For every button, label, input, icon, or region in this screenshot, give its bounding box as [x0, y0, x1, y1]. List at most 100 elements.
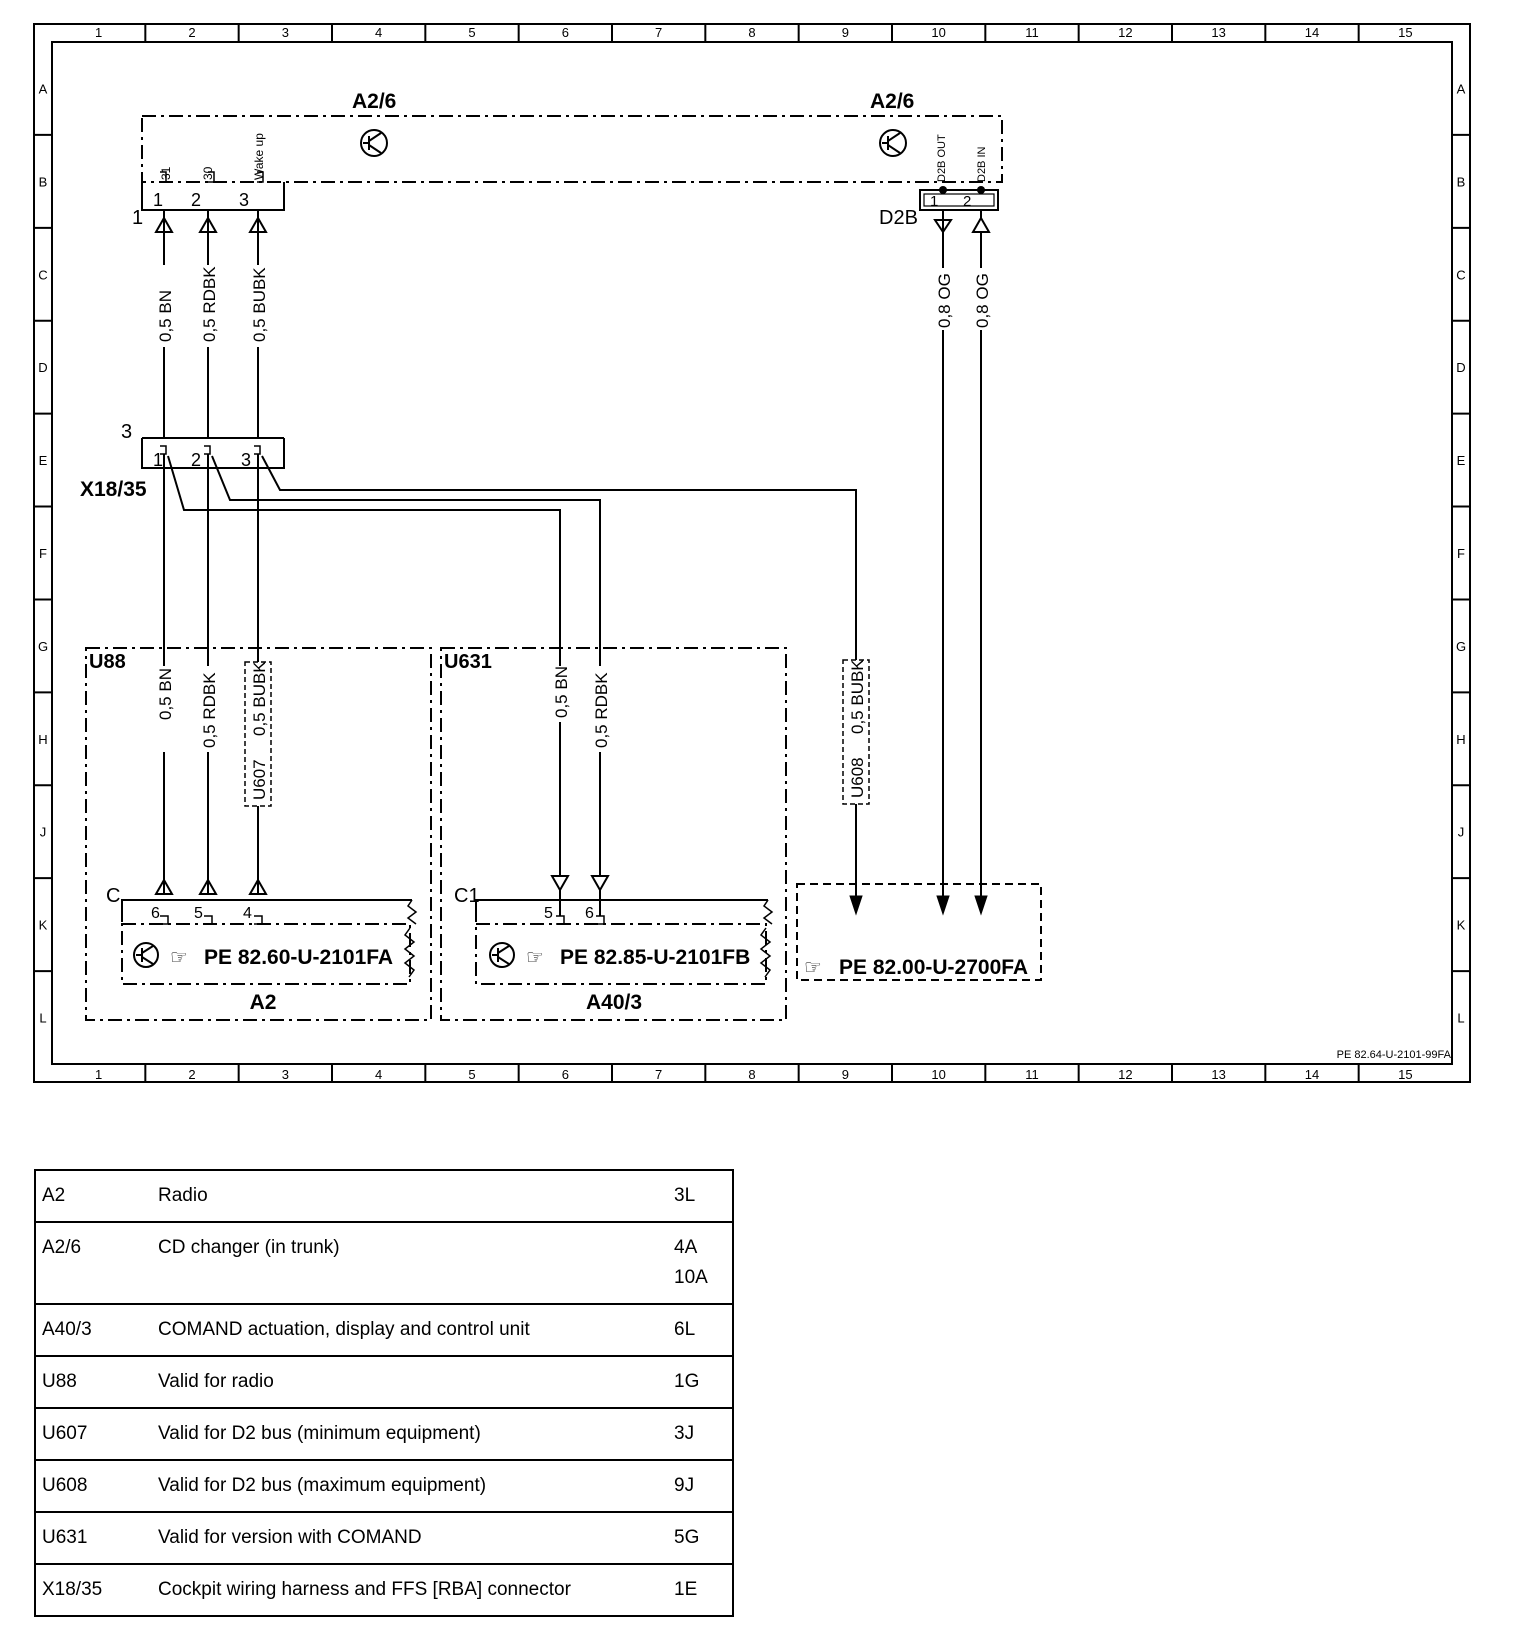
- u631-box: [440, 647, 787, 1021]
- grid-column-label: 10: [931, 25, 945, 40]
- legend-grid-ref: 3J: [668, 1408, 733, 1461]
- wire-label-og-2: 0,8 OG: [973, 273, 992, 328]
- arrow-up: [154, 877, 268, 895]
- x18-35-connector: [141, 438, 285, 469]
- grid-column-label: 5: [468, 1067, 475, 1082]
- grid-column-label: 12: [1118, 1067, 1132, 1082]
- grid-column-label: 9: [842, 1067, 849, 1082]
- wire-label-rdbk-u631: 0,5 RDBK: [592, 672, 611, 748]
- a2-reference: PE 82.60-U-2101FA: [204, 946, 393, 969]
- wire-label-bubk-top: 0,5 BUBK: [250, 267, 269, 342]
- grid-row-label: E: [1457, 453, 1466, 468]
- pin-label: 1: [930, 193, 938, 210]
- grid-column-label: 2: [188, 25, 195, 40]
- arrow-down: [936, 895, 988, 916]
- legend-description: Valid for version with COMAND: [152, 1512, 668, 1565]
- inner-frame: [51, 41, 1453, 1065]
- a2-inner-box: [121, 923, 411, 985]
- a40-3-inner-box: [475, 923, 767, 985]
- a40-3-label: A40/3: [586, 991, 642, 1014]
- legend-code: A2/6: [35, 1222, 152, 1305]
- grid-column-label: 13: [1211, 25, 1225, 40]
- grid-row-label: H: [1456, 732, 1465, 747]
- legend-description: Valid for D2 bus (minimum equipment): [152, 1408, 668, 1461]
- legend-ref-value: 1G: [674, 1371, 700, 1392]
- a2-6-connector-1: [141, 182, 285, 211]
- legend-ref-value: 3L: [674, 1185, 696, 1206]
- wire-label-bn-u88: 0,5 BN: [156, 668, 175, 720]
- a2-6-right-label: A2/6: [870, 90, 914, 113]
- grid-row-label: K: [39, 918, 48, 933]
- grid-row-label: L: [1457, 1011, 1464, 1026]
- connector-c1-label: C1: [454, 885, 480, 907]
- grid-column-label: 9: [842, 25, 849, 40]
- grid-column-label: 15: [1398, 1067, 1412, 1082]
- grid-row-label: J: [40, 825, 47, 840]
- grid-row-label: H: [38, 732, 47, 747]
- pointing-hand-icon: ☞: [804, 957, 822, 979]
- pin-label: 5: [194, 905, 203, 922]
- grid-row-label: C: [38, 267, 47, 282]
- pin-socket: [160, 171, 264, 183]
- connector-1-label: 1: [132, 207, 143, 229]
- legend-grid-ref: 6L: [668, 1304, 733, 1357]
- grid-row-label: K: [1457, 918, 1466, 933]
- legend-grid-ref: 3L: [668, 1170, 733, 1223]
- wire-label-bubk-u608: 0,5 BUBK: [848, 659, 867, 734]
- outer-frame: [33, 23, 1471, 1083]
- pin-label: 4: [243, 905, 252, 922]
- legend-description: Valid for D2 bus (maximum equipment): [152, 1460, 668, 1513]
- pin-label: 2: [191, 190, 201, 210]
- connector-3-label: 3: [121, 421, 132, 443]
- a2-6-box: [141, 115, 1003, 183]
- arrow-down: [550, 875, 610, 893]
- grid-column-label: 6: [562, 25, 569, 40]
- grid-column-label: 5: [468, 25, 475, 40]
- grid-column-label: 4: [375, 1067, 382, 1082]
- legend-code: U608: [35, 1460, 152, 1513]
- pointing-hand-icon: ☞: [170, 947, 188, 969]
- grid-column-label: 11: [1025, 1067, 1039, 1082]
- pin-label: 3: [239, 190, 249, 210]
- wire-label-bubk-u88: 0,5 BUBK: [250, 661, 269, 736]
- wire-label-og-1: 0,8 OG: [935, 273, 954, 328]
- terminal-label: Wake up: [252, 133, 266, 180]
- wire-label-bn-top: 0,5 BN: [156, 290, 175, 342]
- connector-c: [121, 899, 412, 922]
- grid-row-label: J: [1458, 825, 1465, 840]
- transistor-icon: [133, 942, 159, 968]
- grid-row-label: D: [1456, 360, 1465, 375]
- transistor-icon: [360, 129, 388, 157]
- branch-bn-to-u631: [167, 455, 561, 876]
- u607-tag: [244, 661, 272, 807]
- external-reference: PE 82.00-U-2700FA: [839, 956, 1028, 979]
- grid-column-label: 13: [1211, 1067, 1225, 1082]
- grid-column-label: 1: [95, 25, 102, 40]
- legend-ref-value: 6L: [674, 1319, 696, 1340]
- grid-row-label: B: [1457, 174, 1466, 189]
- grid-column-label: 1: [95, 1067, 102, 1082]
- arrow-up: [154, 215, 268, 233]
- grid-row-label: E: [39, 453, 48, 468]
- grid-row-label: G: [1456, 639, 1466, 654]
- pin-label: 3: [241, 450, 251, 470]
- drawing-number: PE 82.64-U-2101-99FA: [1337, 1049, 1452, 1061]
- legend-code: U607: [35, 1408, 152, 1461]
- legend-ref-value: 9J: [674, 1475, 695, 1496]
- legend-code: U88: [35, 1356, 152, 1409]
- wire-label-rdbk-u88: 0,5 RDBK: [200, 672, 219, 748]
- pin-label: 1: [153, 450, 163, 470]
- legend-code: X18/35: [35, 1564, 152, 1617]
- legend-description: Valid for radio: [152, 1356, 668, 1409]
